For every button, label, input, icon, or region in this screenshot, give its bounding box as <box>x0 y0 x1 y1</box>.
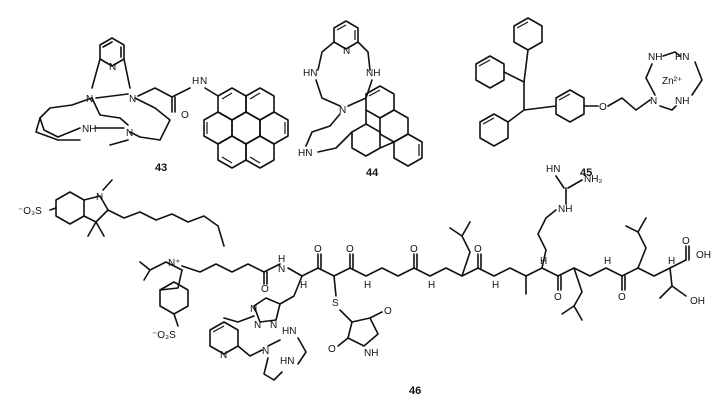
atom-o: O <box>599 102 607 113</box>
atom-n: N <box>109 62 116 73</box>
atom-h: H <box>300 280 307 291</box>
atom-h: H <box>668 256 675 267</box>
atom-n: N <box>129 94 136 105</box>
atom-s: S <box>332 298 339 309</box>
atom-h: H <box>604 256 611 267</box>
atom-hn: HN <box>280 356 294 367</box>
atom-h: H <box>364 280 371 291</box>
atom-hn: HN <box>298 148 312 159</box>
atom-o: O <box>618 292 626 303</box>
atom-o: O <box>554 292 562 303</box>
atom-n: N <box>254 320 261 331</box>
atom-o: O <box>314 244 322 255</box>
atom-h: H <box>492 280 499 291</box>
atom-hn: HN <box>303 68 317 79</box>
atom-nh2: NH₂ <box>584 174 602 185</box>
atom-nh: NH <box>366 68 380 79</box>
compound-label-46: 46 <box>409 385 421 397</box>
sulfonate-top: ⁻O₃S <box>18 206 42 217</box>
atom-n-plus: N⁺ <box>168 258 181 269</box>
atom-n: N <box>220 350 227 361</box>
compound-44-structure: N HN NH N HN <box>298 20 423 167</box>
atom-hn: HN <box>675 52 689 63</box>
atom-n: N <box>86 94 93 105</box>
atom-o: O <box>181 110 189 121</box>
atom-nh: NH <box>82 124 96 135</box>
sulfonate-bottom: ⁻O₃S <box>152 330 176 341</box>
atom-o: O <box>328 344 336 355</box>
atom-n: N <box>278 264 285 275</box>
atom-n: N <box>250 304 257 315</box>
atom-hn: HN <box>546 164 560 175</box>
atom-nh: NH <box>648 52 662 63</box>
atom-nh: NH <box>364 348 378 359</box>
compound-45-structure: O N NH HN NH Zn²⁺ <box>475 17 703 147</box>
atom-n: N <box>339 105 346 116</box>
compound-label-44: 44 <box>366 167 379 179</box>
atom-h: H <box>278 254 285 265</box>
atom-oh: OH <box>690 296 705 307</box>
atom-o: O <box>474 244 482 255</box>
atom-o: O <box>346 244 354 255</box>
atom-o: O <box>682 236 690 247</box>
atom-o: O <box>261 284 269 295</box>
atom-n: N <box>262 346 269 357</box>
compound-46-structure: ⁻O₃S N N⁺ ⁻O₃S O H N O O O <box>18 164 711 381</box>
atom-n: N <box>126 128 133 139</box>
atom-n: N <box>343 46 350 57</box>
atom-n: N <box>200 76 207 87</box>
atom-n: N <box>270 320 277 331</box>
atom-oh: OH <box>696 250 711 261</box>
zinc-ion: Zn²⁺ <box>662 76 682 87</box>
atom-n: N <box>650 96 657 107</box>
compound-label-43: 43 <box>155 162 167 174</box>
atom-hn: HN <box>282 326 296 337</box>
compound-43-structure: N N N NH N O H N <box>35 37 289 169</box>
compound-label-45: 45 <box>580 167 592 179</box>
atom-nh: NH <box>558 204 572 215</box>
atom-n: N <box>96 192 103 203</box>
atom-o: O <box>410 244 418 255</box>
atom-h: H <box>192 76 199 87</box>
atom-o: O <box>384 306 392 317</box>
atom-h: H <box>428 280 435 291</box>
atom-nh: NH <box>675 96 689 107</box>
